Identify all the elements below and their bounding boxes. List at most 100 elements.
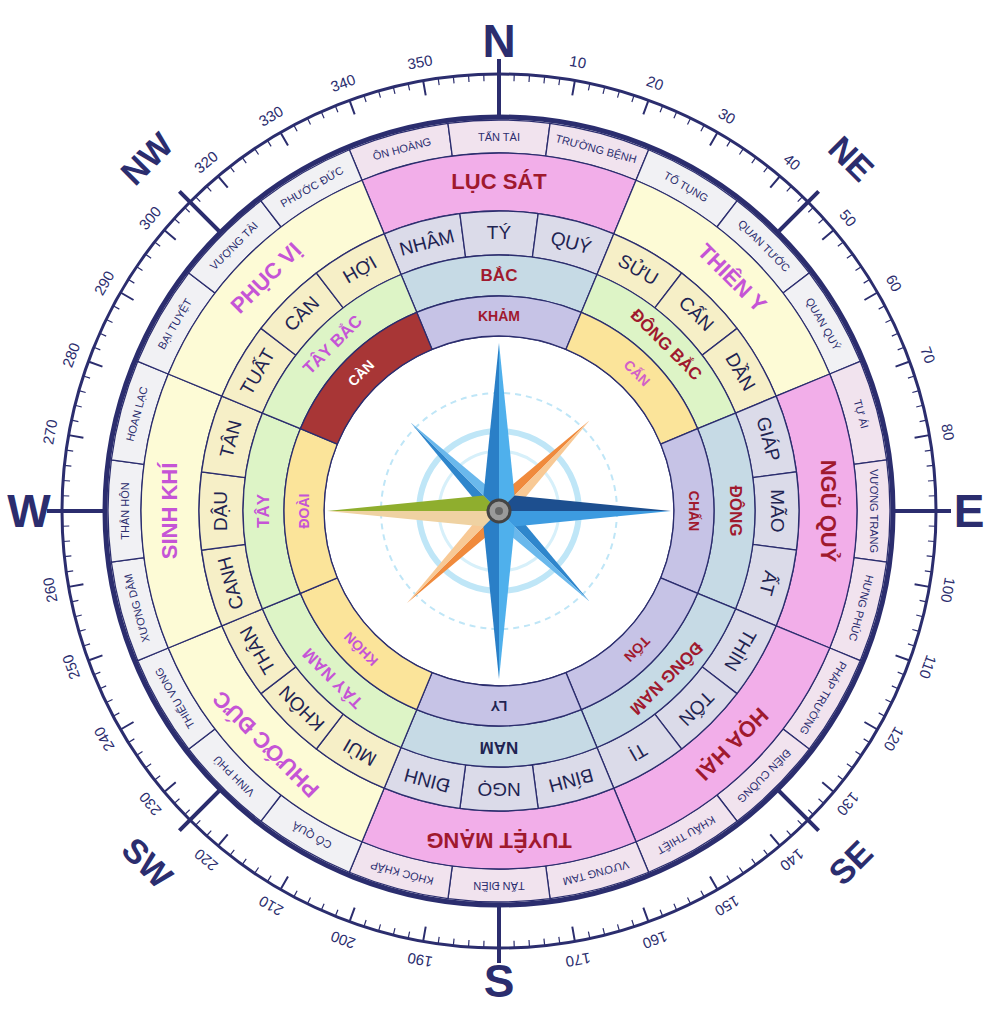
trigram-cell: KHẢM (414, 294, 584, 352)
compass-letter: SE (821, 833, 881, 893)
compass-letter: N (482, 15, 515, 68)
compass-letter: W (7, 485, 50, 538)
degree-number: 350 (406, 51, 434, 72)
fortune-name: VƯƠNG TRANG (867, 469, 880, 553)
degree-number: 140 (777, 846, 807, 875)
mountain-cell: DẬU (197, 469, 248, 553)
trigram-cell-outline (566, 578, 698, 710)
degree-number: 60 (882, 271, 905, 294)
star-hub (495, 507, 503, 515)
mountain-name: TÝ (487, 222, 511, 244)
compass-star (327, 495, 499, 511)
star-name: NGŨ QUỶ (815, 460, 840, 563)
mountain-cell-outline (199, 472, 245, 550)
trigram-name: ĐOÀI (296, 494, 312, 529)
compass-letter: S (484, 955, 515, 1008)
degree-number: 220 (191, 846, 221, 875)
degree-number: 50 (836, 206, 860, 230)
compass-star (483, 511, 499, 679)
degree-number: 320 (191, 147, 221, 176)
compass-letter: NW (113, 125, 181, 193)
star-name: TUYỆT MẠNG (426, 827, 571, 852)
compass-star (327, 511, 499, 527)
degree-number: 240 (90, 724, 117, 754)
direction-name: TÂY (254, 494, 274, 528)
degree-number: 120 (880, 724, 907, 754)
compass-star (499, 511, 671, 527)
star-name: SINH KHÍ (157, 463, 182, 560)
fortune-name: THÂN HÔN (118, 482, 131, 539)
star-hub (488, 500, 510, 522)
mountain-cell: NGỌ (457, 762, 541, 813)
degree-number: 30 (715, 104, 738, 127)
mountain-cell-outline (753, 472, 799, 550)
trigram-name: CHẤN (686, 491, 702, 531)
compass-letter: NE (821, 128, 882, 189)
trigram-cell: ĐOÀI (282, 426, 340, 596)
degree-number: 160 (640, 927, 669, 952)
degree-number: 230 (135, 789, 164, 819)
direction-name: NAM (480, 737, 519, 757)
trigram-cell-outline (661, 429, 714, 594)
degree-number: 340 (328, 70, 357, 95)
trigram-cell-outline (284, 429, 337, 594)
degree-number: 300 (135, 203, 164, 233)
compass-star (499, 511, 515, 679)
degree-number: 170 (564, 949, 592, 970)
degree-number: 250 (58, 652, 83, 681)
degree-number: 330 (256, 102, 286, 129)
degree-number: 190 (406, 949, 434, 970)
trigram-cell: TỐN (563, 575, 700, 712)
direction-tick (47, 59, 951, 963)
degree-number: 80 (938, 422, 958, 441)
direction-name: ĐÔNG (725, 486, 745, 537)
degree-number: 100 (937, 576, 958, 604)
trigram-name: KHẢM (478, 308, 520, 324)
degree-number: 150 (712, 892, 742, 919)
mountain-name: NGỌ (477, 778, 520, 800)
compass-letter: E (954, 485, 985, 538)
trigram-name: LY (491, 698, 508, 714)
trigram-cell: KHÔN (298, 575, 435, 712)
degree-number: 110 (915, 653, 939, 681)
mountain-cell: MÃO (750, 469, 801, 553)
compass-letter: SW (114, 830, 180, 896)
degree-number: 20 (644, 72, 666, 94)
mountain-name: DẬU (210, 491, 232, 531)
fortune-name: TẤN TÀI (478, 130, 520, 143)
mountain-cell-outline (460, 765, 538, 811)
fortune-cell-outline (448, 120, 550, 156)
trigram-cell-outline (566, 312, 698, 444)
compass-star (483, 343, 499, 511)
trigram-cell: CẤN (563, 310, 700, 447)
trigram-cell-outline (417, 673, 582, 726)
degree-number: 280 (58, 340, 83, 369)
degree-number: 10 (568, 52, 587, 72)
mountain-cell: TÝ (457, 209, 541, 260)
fortune-cell-outline (448, 866, 550, 902)
degree-number: 70 (917, 344, 939, 366)
trigram-cell-outline (417, 296, 582, 349)
fortune-name: TẤN ĐIỀN (473, 879, 524, 892)
degree-number: 40 (780, 150, 804, 174)
degree-number: 290 (90, 268, 117, 298)
trigram-cell: LY (414, 670, 584, 728)
trigram-cell: CÀN (298, 310, 435, 447)
fortune-cell-outline (854, 460, 890, 562)
degree-number: 200 (328, 927, 357, 952)
compass-star (499, 343, 515, 511)
fortune-cell-outline (108, 460, 144, 562)
star-name: LỤC SÁT (451, 169, 546, 194)
trigram-cell: CHẤN (658, 426, 716, 596)
trigram-cell-outline (300, 312, 432, 444)
ring-border (105, 117, 893, 905)
degree-number: 270 (39, 418, 60, 446)
compass-star (499, 495, 671, 511)
degree-number: 130 (834, 789, 863, 819)
degree-number: 260 (39, 576, 60, 604)
trigram-cell-outline (300, 578, 432, 710)
direction-name: BẮC (481, 266, 518, 286)
center-disc (324, 336, 674, 686)
degree-number: 210 (256, 892, 286, 919)
